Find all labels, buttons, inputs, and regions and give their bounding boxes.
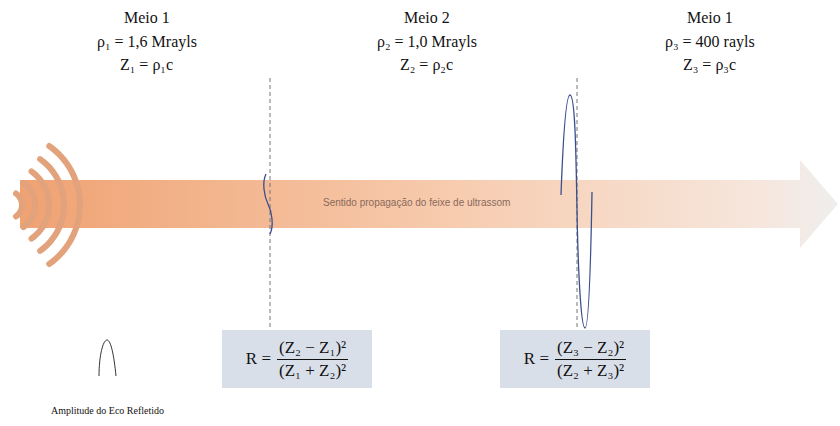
legend-wave-symbol [99, 340, 116, 376]
wave-arc [23, 183, 34, 227]
fraction: (Z₃ − Z₂)²(Z₂ + Z₃)² [555, 338, 626, 381]
impedance-formula: Z₃ = ρ₃c [683, 55, 736, 74]
impedance-formula: Z₁ = ρ₁c [120, 55, 173, 74]
wave-arc [49, 146, 80, 264]
wave-arc [32, 171, 49, 238]
fraction: (Z₂ − Z₁)²(Z₁ + Z₂)² [277, 338, 348, 381]
legend-text: Amplitude do Eco Refletido [51, 405, 164, 417]
numerator: (Z₂ − Z₁)² [277, 338, 348, 360]
formula-box: R = (Z₃ − Z₂)²(Z₂ + Z₃)² [500, 330, 650, 388]
impedance-formula: Z₂ = ρ₂c [400, 55, 453, 74]
echo-wave [561, 95, 592, 328]
formula-lhs: R = [524, 349, 549, 369]
formula-lhs: R = [246, 349, 271, 369]
medium-name: Meio 2 [404, 8, 450, 27]
echo-wave [264, 174, 272, 234]
beam-direction-label: Sentido propagação do feixe de ultrassom [323, 197, 510, 209]
density-value: ρ₁ = 1,6 Mrayls [97, 32, 197, 51]
density-value: ρ₃ = 400 rayls [665, 32, 755, 51]
wave-arc [16, 194, 22, 217]
transducer-waves [16, 146, 80, 264]
denominator: (Z₁ + Z₂)² [277, 360, 348, 381]
density-value: ρ₂ = 1,0 Mrayls [377, 32, 477, 51]
formula-box: R = (Z₂ − Z₁)²(Z₁ + Z₂)² [222, 330, 372, 388]
wave-arc [40, 159, 64, 251]
denominator: (Z₂ + Z₃)² [555, 360, 626, 381]
medium-name: Meio 1 [687, 8, 733, 27]
numerator: (Z₃ − Z₂)² [555, 338, 626, 360]
medium-name: Meio 1 [124, 8, 170, 27]
beam-arrow [20, 160, 838, 248]
interface-line [270, 78, 271, 328]
